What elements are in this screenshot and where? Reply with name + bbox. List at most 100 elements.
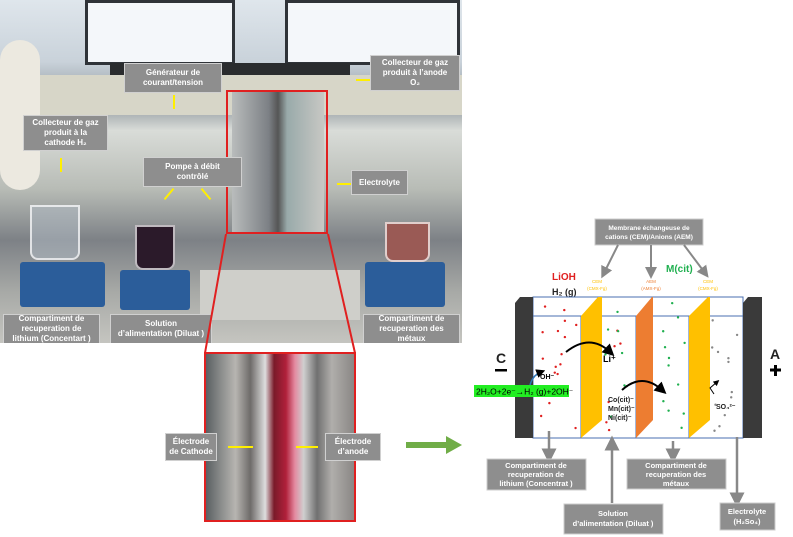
ion-dot xyxy=(714,403,717,406)
box-text: métaux xyxy=(663,479,690,488)
cell-body xyxy=(515,296,762,439)
ion-dot xyxy=(554,365,557,369)
cathode-label: C xyxy=(496,350,506,366)
ion-dot xyxy=(619,342,622,345)
box-text: Compartiment de xyxy=(505,461,567,470)
ion-dot xyxy=(727,357,730,360)
ion-dot xyxy=(616,329,620,333)
membrane-label-box: Membrane échangeuse de cations (CEM)/Ani… xyxy=(594,218,709,279)
ion-dot xyxy=(661,330,665,333)
ion-dot xyxy=(680,426,683,430)
label-cathode-gas: Collecteur de gaz produit à la cathode H… xyxy=(23,115,108,151)
ion-dot xyxy=(716,350,720,354)
label-cathode-electrode: Électrode de Cathode xyxy=(165,433,217,461)
curved-arrow-icon xyxy=(621,380,667,395)
ion-dot xyxy=(667,364,670,367)
feed-beaker xyxy=(135,225,175,270)
ion-dot xyxy=(723,413,726,417)
metals-compartment-box xyxy=(626,458,727,490)
ion-dot xyxy=(563,335,567,339)
ion-dot xyxy=(606,328,610,331)
ion-dot xyxy=(539,414,543,418)
ion-dot xyxy=(543,305,547,308)
cobalt-citrate-label: Co(cit)⁻ xyxy=(608,397,634,404)
metals-beaker xyxy=(385,222,430,262)
window xyxy=(85,0,235,65)
membrane-label: cations (CEM)/Anions (AEM) xyxy=(605,234,693,241)
arrow xyxy=(337,183,351,185)
box-text: (H₂So₄) xyxy=(734,517,761,526)
stirrer xyxy=(365,262,445,307)
label-anode-electrode: Électrode d’anode xyxy=(325,433,381,461)
ion-dot xyxy=(713,429,716,432)
ion-dot xyxy=(553,371,556,374)
box-text: Compartiment de xyxy=(645,461,707,470)
box-text: Electrolyte xyxy=(728,507,766,516)
electrolyte-box xyxy=(719,502,776,531)
ion-dot xyxy=(662,399,665,403)
ion-dot xyxy=(710,346,714,349)
box-text: recuperation des xyxy=(646,470,706,479)
box-text: d’alimentation (Diluat ) xyxy=(573,519,654,528)
label-pump: Pompe à débit contrôlé xyxy=(143,157,242,187)
cem-label: (CMX-Fg) xyxy=(587,286,607,291)
arrow xyxy=(296,446,318,448)
ion-dot xyxy=(620,351,624,355)
cem-membrane-1 xyxy=(581,297,602,438)
label-electrolyte: Electrolyte xyxy=(351,170,408,195)
cem-label: CEM xyxy=(592,279,602,284)
manganese-citrate-label: Mn(cit)⁻ xyxy=(608,406,635,413)
arrow xyxy=(173,95,175,109)
lioh-label: LiOH xyxy=(552,272,576,283)
label-feed-solution: Solution d’alimentation (Diluat ) xyxy=(110,314,212,343)
ion-dot xyxy=(574,426,577,430)
arrow xyxy=(60,158,62,172)
bench-top xyxy=(200,270,360,320)
li-ion-label: Li⁺ xyxy=(603,354,616,364)
ion-dot xyxy=(559,363,562,366)
ion-dot xyxy=(613,345,616,348)
ion-dot xyxy=(541,357,545,360)
label-generator: Générateur de courant/tension xyxy=(124,63,222,93)
oh-label: OH⁻ xyxy=(540,374,555,381)
ion-dot xyxy=(735,333,739,337)
label-anode-gas: Collecteur de gaz produit à l’anode O₂ xyxy=(370,55,460,91)
ion-dot xyxy=(616,310,619,314)
lithium-compartment-box xyxy=(486,458,587,491)
sulfate-label: SO₄²⁻ xyxy=(716,404,736,411)
cem-label: CEM xyxy=(703,279,713,284)
ion-dot xyxy=(718,425,721,428)
ion-dot xyxy=(663,345,667,349)
box-text: lithium (Concentrat ) xyxy=(499,479,573,488)
ion-dot xyxy=(683,341,686,345)
ion-dot xyxy=(607,428,611,432)
label-metals-compartment: Compartiment de recuperation des métaux xyxy=(363,314,460,343)
anode-electrode xyxy=(743,297,762,438)
ion-dot xyxy=(730,396,733,399)
arrow xyxy=(228,446,253,448)
ion-dot xyxy=(560,353,563,356)
ion-dot xyxy=(667,356,671,360)
stirrer xyxy=(20,262,105,307)
ion-dot xyxy=(556,372,559,376)
curved-arrow-icon xyxy=(565,341,615,357)
ion-dot xyxy=(730,390,733,394)
aem-label: (AMX-Fg) xyxy=(641,286,661,291)
box-text: recuperation de xyxy=(508,470,564,479)
ion-dot xyxy=(548,401,551,405)
electrodialysis-cell xyxy=(232,92,324,232)
mcit-label: M(cit) xyxy=(666,264,693,275)
cem-membrane-2 xyxy=(689,297,710,438)
concentrate-beaker xyxy=(30,205,80,260)
ion-dot xyxy=(563,308,566,312)
arrow-icon xyxy=(709,380,720,395)
ion-dot xyxy=(676,383,680,386)
box-text: Solution xyxy=(598,509,628,518)
equation-box xyxy=(474,385,569,397)
curved-arrow-icon xyxy=(529,369,546,386)
h2-label: H₂ (g) xyxy=(552,287,577,297)
lab-setup-photo: Générateur de courant/tension Collecteur… xyxy=(0,0,462,343)
arrow xyxy=(356,79,370,81)
anode-label: A xyxy=(770,346,780,362)
